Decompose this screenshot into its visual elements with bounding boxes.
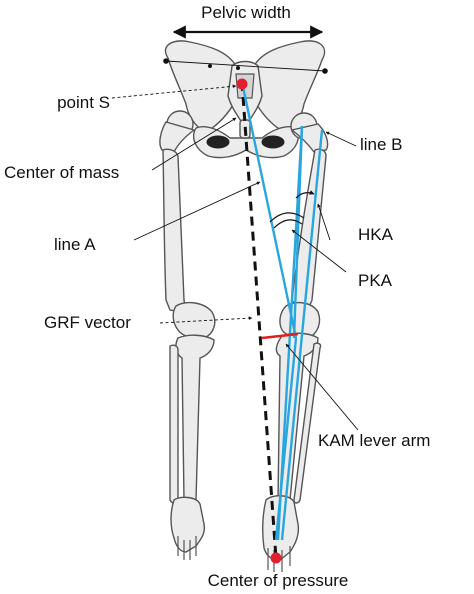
center-of-pressure-marker — [270, 552, 282, 564]
leader-lines — [111, 84, 359, 431]
line-a — [240, 81, 298, 339]
pka-axis — [280, 129, 324, 541]
point-s-label: point S — [57, 93, 110, 112]
pelvis-right-point — [322, 68, 328, 74]
grf-vector-label: GRF vector — [44, 313, 131, 332]
grf-vector-line — [240, 81, 278, 559]
pka-arc-inner — [273, 219, 303, 229]
pelvic-width-dimension: Pelvic width — [163, 3, 328, 74]
kam-lever-arm-label: KAM lever arm — [318, 431, 430, 450]
center-of-mass-label: Center of mass — [4, 163, 119, 182]
center-of-pressure-label: Center of pressure — [208, 571, 349, 590]
axis-lines — [240, 81, 324, 559]
hka-arc — [295, 190, 315, 199]
left-femur — [159, 110, 216, 340]
left-lower-leg — [169, 334, 215, 560]
line-a-label: line A — [54, 235, 96, 254]
pka-arc-outer — [269, 212, 305, 223]
point-s-marker — [236, 78, 248, 90]
line-b — [276, 125, 304, 541]
hka-label: HKA — [358, 225, 394, 244]
pelvic-width-line — [165, 60, 326, 72]
pelvis-left-point — [163, 58, 169, 64]
pelvic-width-label: Pelvic width — [201, 3, 291, 22]
pelvis — [164, 40, 326, 159]
kam-lever-arm-line — [261, 332, 299, 340]
labels: point S line B Center of mass HKA line A… — [4, 93, 430, 590]
pka-label: PKA — [358, 271, 393, 290]
angle-arcs — [269, 190, 315, 229]
line-b-label: line B — [360, 135, 403, 154]
